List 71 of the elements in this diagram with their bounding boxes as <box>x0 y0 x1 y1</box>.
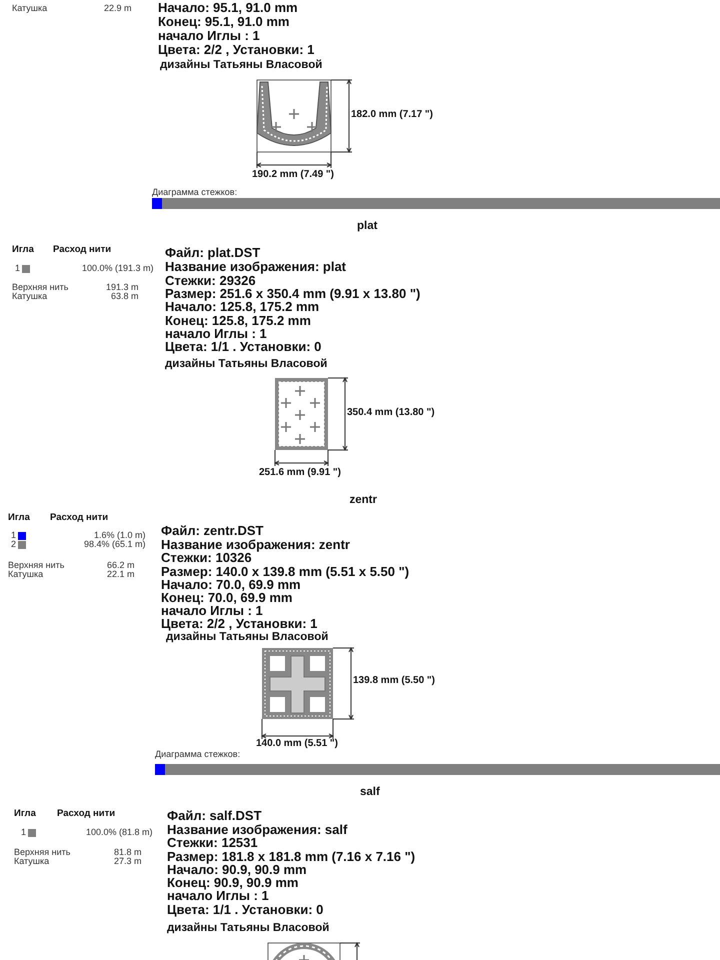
dimension-label: 350.4 mm (13.80 ") <box>347 408 435 418</box>
design-info-text: Размер: 251.6 x 350.4 mm (9.91 x 13.80 ") <box>165 287 420 300</box>
column-header: Расход нити <box>50 513 108 522</box>
design-info-text: начало Иглы : 1 <box>167 889 269 902</box>
needle-number: 1 <box>21 828 26 837</box>
needle-number: 2 <box>11 540 16 549</box>
design-info-text: Начало: 95.1, 91.0 mm <box>158 1 298 14</box>
designer-credit: дизайны Татьяны Власовой <box>165 359 328 370</box>
design-info-text: Файл: plat.DST <box>165 246 260 259</box>
dimension-label: 251.6 mm (9.91 ") <box>259 468 342 478</box>
thread-text: 100.0% (81.8 m) <box>86 828 153 837</box>
thread-text: 1.6% (1.0 m) <box>94 531 146 540</box>
thread-text: 22.1 m <box>107 570 135 579</box>
design-info-text: Стежки: 10326 <box>161 551 252 564</box>
section-title: zentr <box>350 495 377 506</box>
design-info-text: Конец: 95.1, 91.0 mm <box>158 15 290 28</box>
dimension-label: 182.0 mm (7.17 ") <box>351 110 434 120</box>
designer-credit: дизайны Татьяны Власовой <box>166 632 328 644</box>
design-info-text: Цвета: 1/1 . Установки: 0 <box>167 903 324 916</box>
design-info-text: начало Иглы : 1 <box>161 604 263 617</box>
stitch-diagram-label: Диаграмма стежков: <box>155 750 240 759</box>
thread-text: 81.8 m <box>114 848 142 857</box>
thread-text: Катушка <box>12 292 48 301</box>
dimension-label: 190.2 mm (7.49 ") <box>252 170 334 180</box>
thread-text: Верхняя нить <box>8 561 64 570</box>
design-info-text: Файл: salf.DST <box>167 809 262 822</box>
design-info-text: Название изображения: plat <box>165 260 346 273</box>
thread-text: Верхняя нить <box>14 848 70 857</box>
design-info-text: Цвета: 1/1 . Установки: 0 <box>165 340 322 353</box>
column-header: Игла <box>8 513 30 522</box>
design-info-text: Стежки: 29326 <box>165 274 256 287</box>
design-info-text: начало Иглы : 1 <box>158 29 260 42</box>
thread-text: 100.0% (191.3 m) <box>82 264 154 273</box>
design-info-text: Стежки: 12531 <box>167 836 258 849</box>
thread-text: Катушка <box>8 570 44 579</box>
design-info-text: Начало: 90.9, 90.9 mm <box>167 863 307 876</box>
column-header: Игла <box>12 245 34 254</box>
designer-credit: дизайны Татьяны Власовой <box>160 60 322 72</box>
design-info-text: Название изображения: zentr <box>161 538 350 551</box>
design-info-text: Цвета: 2/2 , Установки: 1 <box>158 43 314 56</box>
needle-number: 1 <box>11 531 16 540</box>
thread-text: 66.2 m <box>107 561 135 570</box>
design-info-text: Конец: 90.9, 90.9 mm <box>167 876 298 889</box>
stitch-diagram-label: Диаграмма стежков: <box>152 188 238 197</box>
thread-text: 98.4% (65.1 m) <box>84 540 146 549</box>
section-title: salf <box>360 787 380 798</box>
design-info-text: Начало: 70.0, 69.9 mm <box>161 578 301 591</box>
design-info-text: начало Иглы : 1 <box>165 327 267 340</box>
designer-credit: дизайны Татьяны Власовой <box>167 923 330 934</box>
dimension-label: 140.0 mm (5.51 ") <box>256 739 338 749</box>
column-header: Расход нити <box>57 809 116 818</box>
thread-text: 63.8 m <box>111 292 139 301</box>
design-info-text: Начало: 125.8, 175.2 mm <box>165 300 320 313</box>
design-info-text: Файл: zentr.DST <box>161 524 264 537</box>
thread-text: Катушка <box>12 4 48 13</box>
dimension-label: 139.8 mm (5.50 ") <box>353 676 436 686</box>
design-info-text: Размер: 140.0 x 139.8 mm (5.51 x 5.50 ") <box>161 565 410 578</box>
design-info-text: Цвета: 2/2 , Установки: 1 <box>161 617 318 630</box>
design-info-text: Название изображения: salf <box>167 823 348 836</box>
design-info-text: Конец: 125.8, 175.2 mm <box>165 314 311 327</box>
column-header: Игла <box>14 809 36 818</box>
thread-text: 22.9 m <box>104 4 132 13</box>
thread-text: Катушка <box>14 857 50 866</box>
needle-number: 1 <box>15 264 20 273</box>
section-title: plat <box>357 221 378 232</box>
thread-text: 27.3 m <box>114 857 142 866</box>
thread-text: 191.3 m <box>106 283 139 292</box>
column-header: Расход нити <box>53 245 112 254</box>
design-info-text: Конец: 70.0, 69.9 mm <box>161 591 292 604</box>
thread-text: Верхняя нить <box>12 283 68 292</box>
design-info-text: Размер: 181.8 x 181.8 mm (7.16 x 7.16 ") <box>167 850 416 863</box>
